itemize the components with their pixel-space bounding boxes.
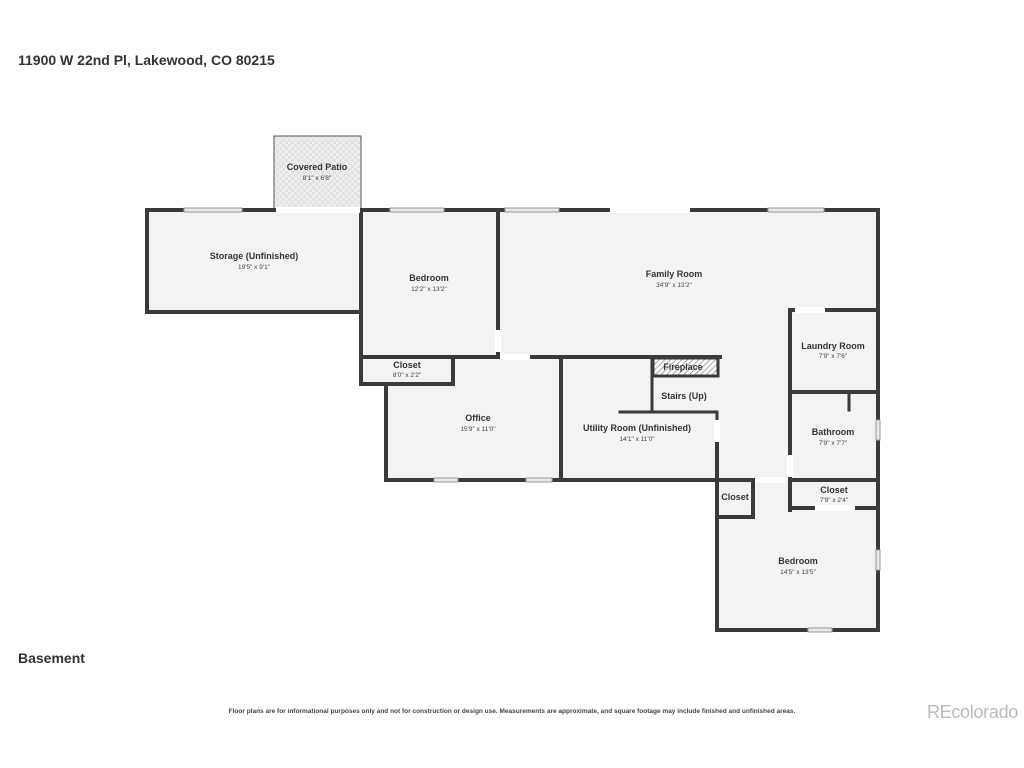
covered-patio-area	[273, 135, 362, 211]
closet3-dims: 7'9" x 2'4"	[820, 497, 849, 504]
office-dims: 15'9" x 11'0"	[460, 426, 496, 433]
bedroom1-dims: 12'2" x 13'2"	[411, 286, 447, 293]
windows	[183, 207, 881, 633]
bathroom-label: Bathroom	[812, 427, 855, 437]
bedroom1-floor	[361, 210, 498, 357]
closet3-label: Closet	[820, 485, 848, 495]
property-address: 11900 W 22nd Pl, Lakewood, CO 80215	[18, 52, 275, 68]
storage-dims: 19'5" x 9'1"	[238, 264, 271, 271]
family-room-label: Family Room	[646, 269, 703, 279]
laundry-dims: 7'9" x 7'6"	[819, 353, 848, 360]
closet1-dims: 8'0" x 2'2"	[393, 372, 422, 379]
closet2-label: Closet	[721, 492, 749, 502]
office-floor	[386, 357, 561, 480]
covered-patio-dims: 8'1" x 6'8"	[303, 175, 332, 182]
fireplace-label: Fireplace	[663, 362, 703, 372]
disclaimer-text: Floor plans are for informational purpos…	[228, 708, 796, 715]
bathroom-dims: 7'9" x 7'7"	[819, 440, 848, 447]
office-label: Office	[465, 413, 491, 423]
covered-patio-label: Covered Patio	[287, 162, 348, 172]
family-room-dims: 34'9" x 13'2"	[656, 282, 692, 289]
bedroom1-label: Bedroom	[409, 273, 449, 283]
floor-level-label: Basement	[18, 650, 85, 666]
laundry-label: Laundry Room	[801, 341, 865, 351]
stairs-label: Stairs (Up)	[661, 391, 707, 401]
door-openings	[276, 207, 855, 511]
room-labels: Covered Patio 8'1" x 6'8" Storage (Unfin…	[210, 162, 865, 576]
storage-floor	[147, 210, 361, 312]
closet2-floor	[717, 480, 753, 517]
closet1-label: Closet	[393, 360, 421, 370]
bedroom2-label: Bedroom	[778, 556, 818, 566]
storage-label: Storage (Unfinished)	[210, 251, 299, 261]
utility-dims: 14'1" x 11'0"	[619, 436, 655, 443]
utility-label: Utility Room (Unfinished)	[583, 423, 691, 433]
fireplace-shape	[651, 356, 720, 378]
brand-logo: REcolorado	[926, 702, 1018, 722]
bedroom2-dims: 14'5" x 13'5"	[780, 569, 816, 576]
